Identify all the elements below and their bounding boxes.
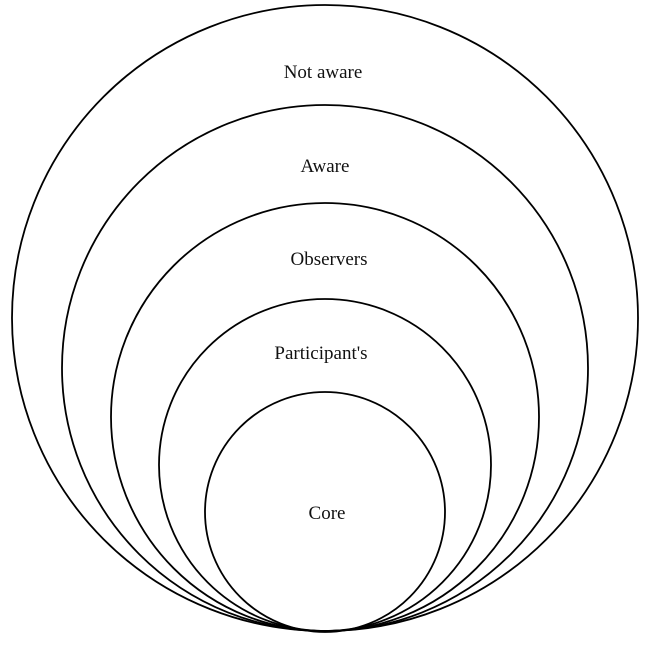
- ring-label-participants: Participant's: [274, 343, 367, 364]
- ring-core: [204, 391, 446, 633]
- ring-group-core: Core: [204, 391, 446, 633]
- ring-group-aware: Aware: [61, 104, 589, 632]
- ring-participants: [158, 298, 492, 632]
- ring-group-not-aware: Not aware: [11, 4, 639, 632]
- ring-label-core: Core: [309, 503, 346, 524]
- ring-label-not-aware: Not aware: [284, 62, 363, 83]
- ring-aware: [61, 104, 589, 632]
- ring-group-participants: Participant's: [158, 298, 492, 632]
- ring-label-observers: Observers: [290, 249, 367, 270]
- ring-group-observers: Observers: [110, 202, 540, 632]
- ring-not-aware: [11, 4, 639, 632]
- ring-label-aware: Aware: [301, 156, 350, 177]
